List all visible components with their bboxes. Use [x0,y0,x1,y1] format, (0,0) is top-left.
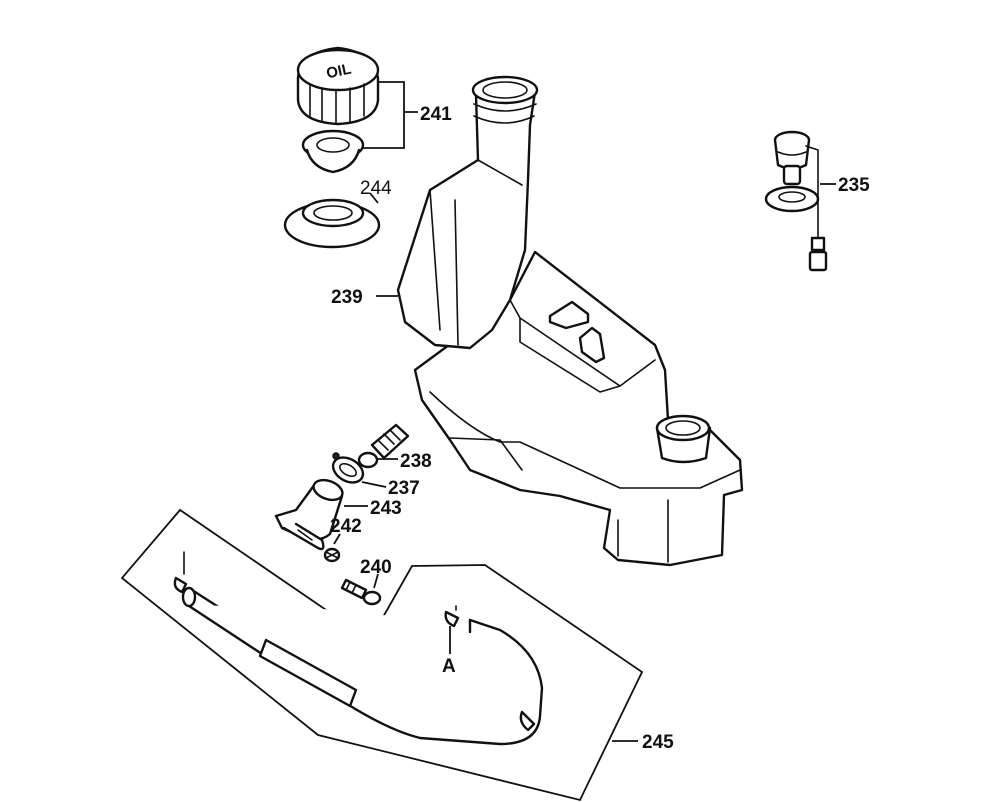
elbow [274,478,344,551]
clamp-ring [331,452,365,484]
leader-244 [369,192,379,204]
leader-241 [362,81,418,149]
fitting [357,423,410,469]
callout-239: 239 [331,287,363,308]
callout-235: 235 [838,175,870,196]
callout-244: 244 [360,178,392,199]
callout-242: 242 [330,516,362,537]
hose-assembly [120,508,644,802]
detail-marker-a: A [442,656,456,677]
leader-240 [373,573,379,589]
callout-240: 240 [360,557,392,578]
cap-label: OIL [325,60,353,82]
cap-seal [301,129,365,174]
callout-245: 245 [642,732,674,753]
level-sensor [764,130,828,272]
callout-243: 243 [370,498,402,519]
callout-237: 237 [388,478,420,499]
leader-242 [333,533,341,545]
leader-237 [361,481,387,488]
grommet [283,198,381,249]
oil-tank [396,75,744,567]
callout-238: 238 [400,451,432,472]
callout-241: 241 [420,104,452,125]
oil-filler-cap: OIL [296,46,380,126]
bolt [340,578,382,606]
nut [323,547,341,563]
